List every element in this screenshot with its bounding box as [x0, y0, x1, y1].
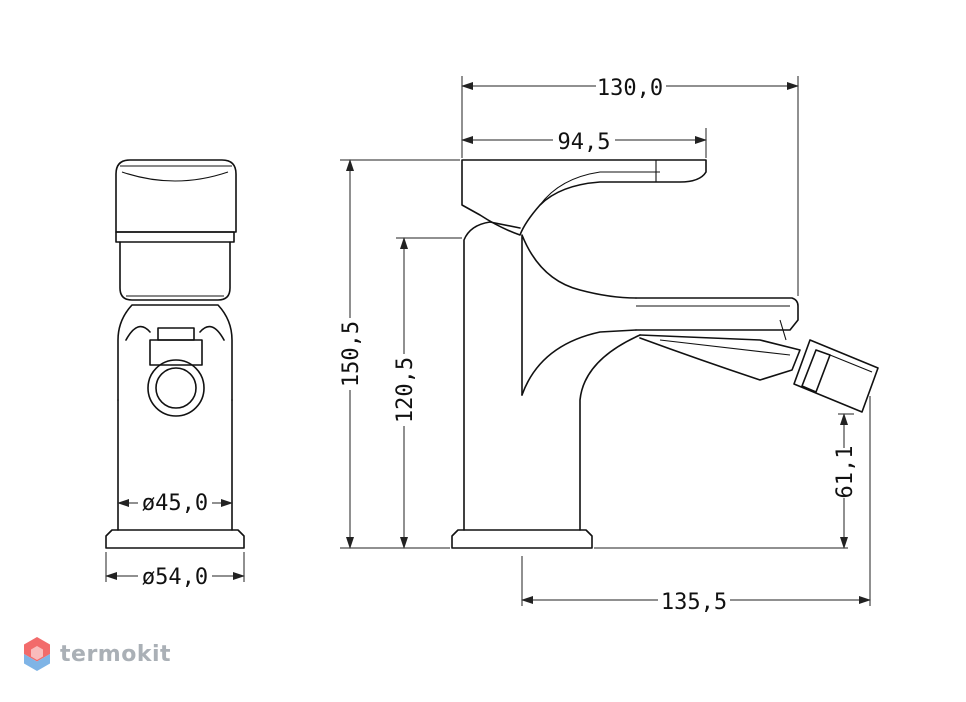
- dim-bg-total-height: [336, 318, 364, 390]
- termokit-watermark: termokit: [22, 636, 171, 672]
- side-handle-edge: [539, 171, 660, 206]
- front-body-column: [117, 399, 233, 531]
- hexagon-logo-icon: [24, 637, 50, 671]
- side-body-front: [463, 221, 521, 531]
- dim-label-outlet-reach: 135,5: [661, 590, 727, 615]
- side-nozzle-ring: [801, 349, 831, 393]
- dim-label-spout-height: 120,5: [393, 357, 418, 423]
- front-body-curves: [125, 325, 225, 341]
- dim-bg-spout-height: [390, 354, 418, 426]
- dim-label-total-height: 150,5: [339, 321, 364, 387]
- dim-label-body-diameter: ø45,0: [142, 491, 208, 516]
- watermark-brand-text: termokit: [60, 641, 172, 667]
- side-body-back: [579, 334, 641, 531]
- dim-bg-spout-reach: [553, 126, 615, 150]
- front-handle-curve: [121, 171, 229, 182]
- front-upper-body: [117, 304, 233, 401]
- side-inner-lower-curve: [521, 329, 637, 396]
- side-spout-tip: [779, 319, 787, 341]
- dim-bg-base-diameter: [138, 559, 212, 583]
- front-outlet-stem: [157, 327, 195, 341]
- front-ring: [115, 231, 235, 243]
- dim-bg-body-diameter: [138, 486, 212, 510]
- side-outlet-arm-edge: [659, 339, 791, 356]
- dim-bg-outlet-reach: [658, 586, 730, 610]
- side-outlet-arm: [639, 334, 801, 381]
- dim-label-spout-reach: 94,5: [558, 130, 611, 155]
- front-mid-block: [119, 241, 231, 301]
- side-nozzle-edge: [829, 354, 873, 373]
- front-outlet-outer: [147, 359, 205, 417]
- front-outlet-collar: [149, 339, 203, 366]
- side-spout: [635, 297, 799, 331]
- front-handle: [115, 159, 237, 233]
- side-base-plate: [451, 529, 593, 549]
- side-view: 130,0 94,5 150,5 120,5 61,1 135,5: [336, 72, 879, 615]
- dim-bg-outlet-height: [830, 448, 858, 498]
- dim-label-base-diameter: ø54,0: [142, 565, 208, 590]
- front-view: ø45,0 ø54,0: [105, 159, 245, 590]
- dim-bg-total-length: [596, 72, 666, 96]
- front-outlet-inner: [155, 367, 197, 409]
- front-base-plate: [105, 529, 245, 549]
- dim-label-outlet-height: 61,1: [833, 446, 858, 499]
- side-inner-curve: [521, 234, 637, 396]
- dim-label-total-length: 130,0: [597, 76, 663, 101]
- side-nozzle: [793, 339, 879, 413]
